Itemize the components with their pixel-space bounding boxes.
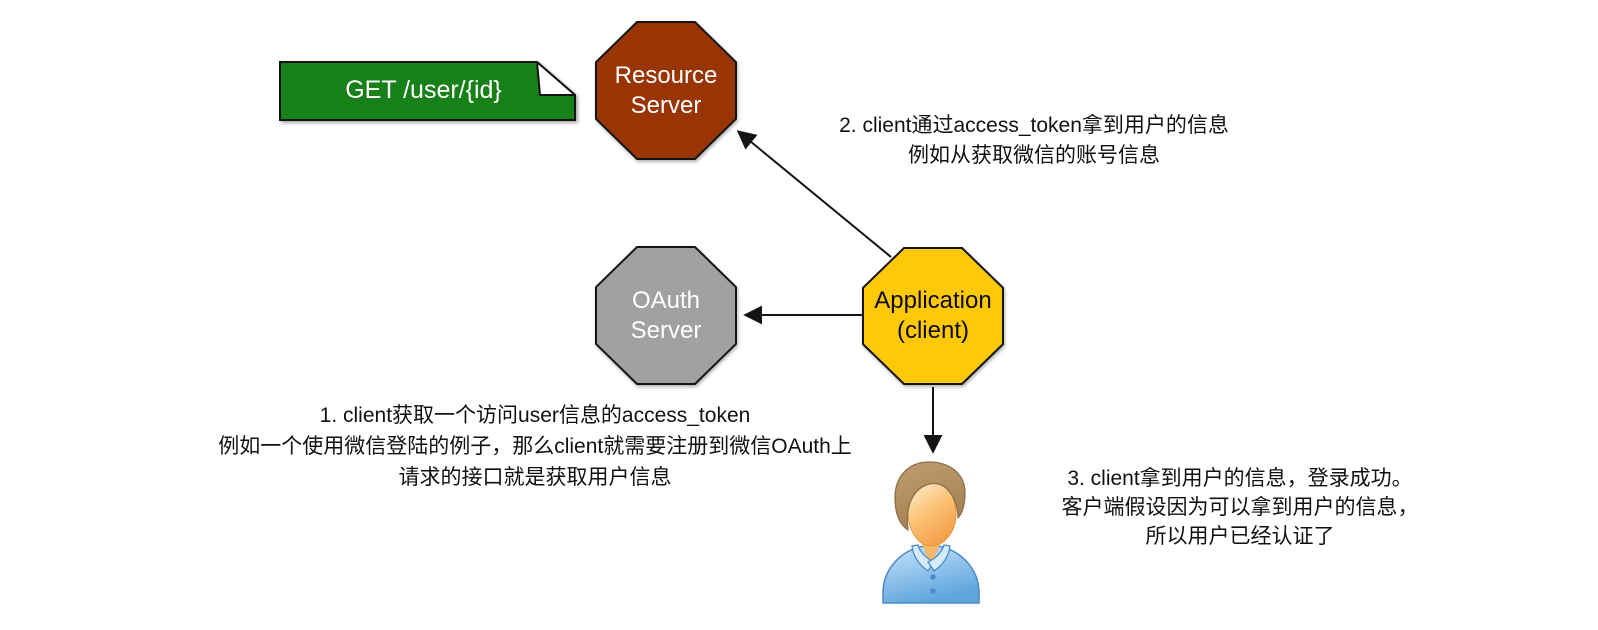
resource-server-label-line1: Resource xyxy=(614,61,718,89)
node-application-client: Application (client) xyxy=(862,247,1004,385)
step3-line2: 客户端假设因为可以拿到用户的信息， xyxy=(1061,496,1419,519)
user-shirt-button xyxy=(930,588,936,594)
note-folded-corner xyxy=(536,61,576,96)
annotation-step-3: 3. client拿到用户的信息，登录成功。 客户端假设因为可以拿到用户的信息，… xyxy=(1015,464,1465,551)
user-person-icon xyxy=(882,461,980,604)
oauth-server-label: OAuth Server xyxy=(595,246,737,385)
application-label-line1: Application xyxy=(874,287,992,314)
oauth-server-label-line1: OAuth xyxy=(631,286,701,314)
step2-line1: 2. client通过access_token拿到用户的信息 xyxy=(839,114,1229,137)
oauth-server-label-line2: Server xyxy=(630,316,702,344)
note-request-label: GET /user/{id} xyxy=(345,76,502,104)
annotation-step-2: 2. client通过access_token拿到用户的信息 例如从获取微信的账… xyxy=(794,111,1274,171)
arrow-application-to-resource-server xyxy=(736,130,892,258)
step1-line3: 请求的接口就是获取用户信息 xyxy=(398,466,672,489)
application-label: Application (client) xyxy=(862,247,1004,385)
resource-server-label-line2: Server xyxy=(630,91,702,119)
user-shirt-button xyxy=(930,574,936,580)
note-body xyxy=(279,61,576,121)
annotation-step-1: 1. client获取一个访问user信息的access_token 例如一个使… xyxy=(135,400,935,493)
resource-server-octagon xyxy=(597,23,735,158)
application-label-line2: (client) xyxy=(896,317,969,344)
user-collar-right xyxy=(927,544,951,572)
application-octagon xyxy=(864,249,1002,383)
step3-line3: 所以用户已经认证了 xyxy=(1145,525,1335,548)
step3-line1: 3. client拿到用户的信息，登录成功。 xyxy=(1067,467,1413,490)
resource-server-label: Resource Server xyxy=(595,21,737,160)
node-oauth-server: OAuth Server xyxy=(595,246,737,385)
node-resource-server: Resource Server xyxy=(595,21,737,160)
step1-line1: 1. client获取一个访问user信息的access_token xyxy=(319,404,751,427)
oauth-server-octagon xyxy=(597,248,735,383)
user-neck xyxy=(922,544,940,566)
step2-line2: 例如从获取微信的账号信息 xyxy=(908,144,1160,167)
user-hair xyxy=(894,461,966,531)
note-shape xyxy=(279,61,576,121)
step1-line2: 例如一个使用微信登陆的例子，那么client就需要注册到微信OAuth上 xyxy=(218,435,852,458)
